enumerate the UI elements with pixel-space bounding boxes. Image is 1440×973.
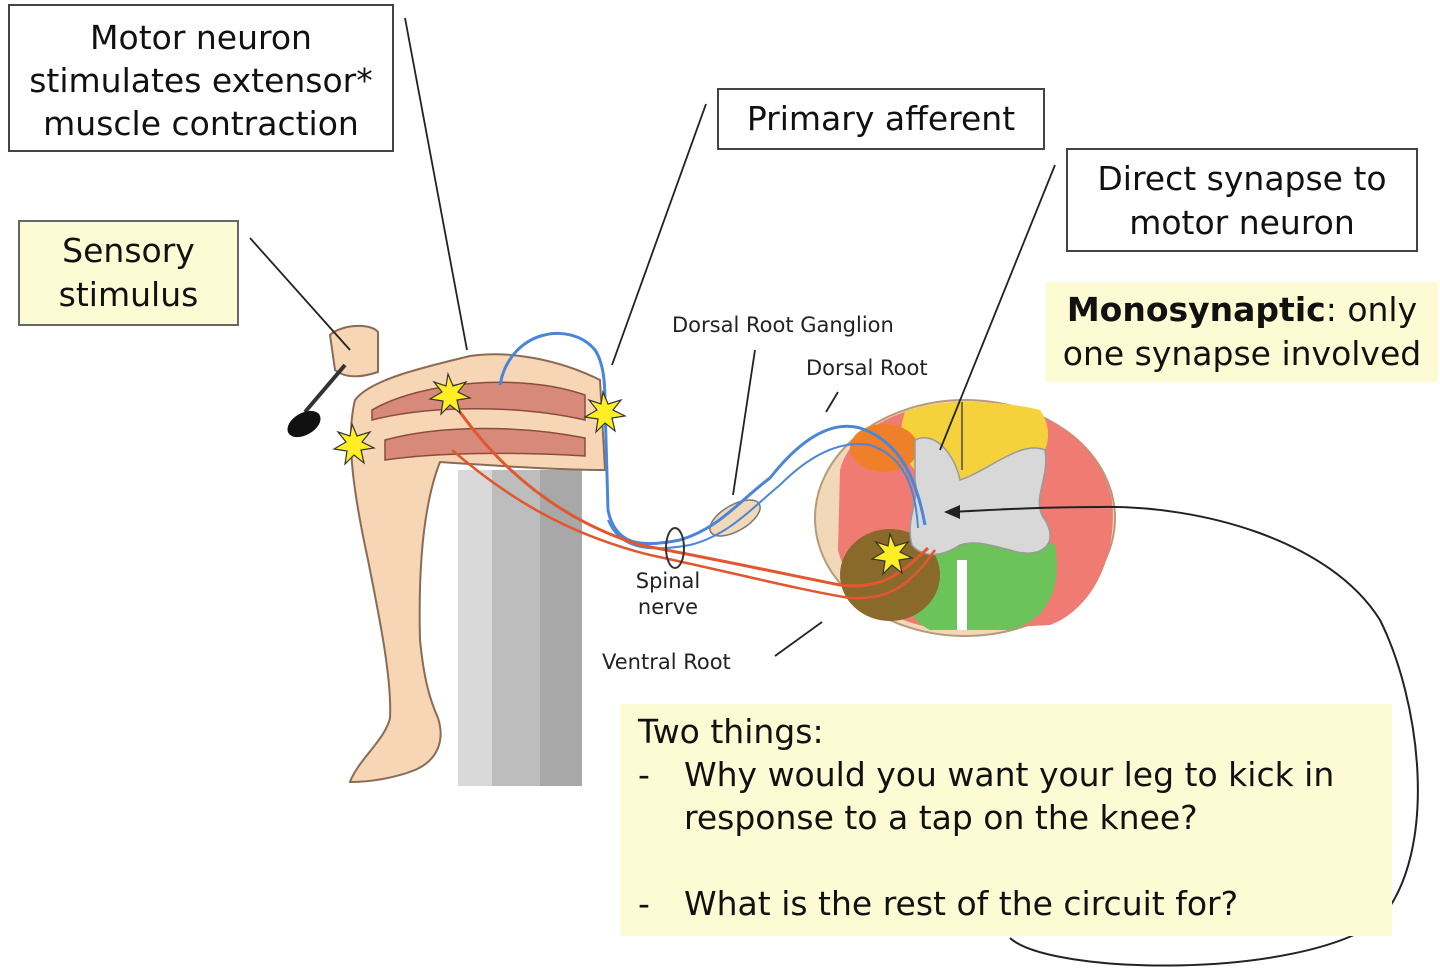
question-arrow-curve xyxy=(949,505,1419,967)
synapse-markers xyxy=(332,371,914,576)
motor-neuron-line-3: muscle contraction xyxy=(43,104,359,143)
synapse-star-afferent xyxy=(583,389,627,434)
table-support xyxy=(458,470,582,786)
direct-synapse-label-box: Direct synapse to motor neuron xyxy=(1066,148,1418,252)
dorsal-root-label: Dorsal Root xyxy=(806,356,928,380)
question-text-2: What is the rest of the circuit for? xyxy=(684,884,1239,923)
spinal-nerve-loop xyxy=(665,527,685,569)
monosynaptic-rest: : only xyxy=(1325,290,1418,329)
synapse-star-cord xyxy=(870,531,914,576)
sensory-stimulus-label-box: Sensory stimulus xyxy=(18,220,239,326)
monosynaptic-line-2: one synapse involved xyxy=(1062,334,1422,373)
spinal-cord-cross-section xyxy=(814,399,1116,637)
question-arrow-head xyxy=(944,505,960,519)
primary-afferent-text: Primary afferent xyxy=(746,99,1016,138)
dorsal-root-ganglion-label: Dorsal Root Ganglion xyxy=(672,313,894,337)
question-dash: - xyxy=(638,884,650,923)
primary-afferent-label-box: Primary afferent xyxy=(717,88,1045,150)
question-item: - What is the rest of the circuit for? xyxy=(638,882,1392,925)
monosynaptic-note-box: Monosynaptic: only one synapse involved xyxy=(1046,282,1438,382)
sensory-stimulus-line-2: stimulus xyxy=(58,275,199,314)
motor-neuron-label-box: Motor neuron stimulates extensor* muscle… xyxy=(8,4,394,152)
hand-holding-reflex-hammer xyxy=(287,324,379,438)
spinal-nerve-label: Spinal nerve xyxy=(635,569,701,619)
efferent-fiber-line-2 xyxy=(451,449,937,600)
questions-box: Two things: - Why would you want your le… xyxy=(620,704,1392,936)
question-dash: - xyxy=(638,755,650,794)
direct-synapse-line-2: motor neuron xyxy=(1129,203,1355,242)
questions-heading: Two things: xyxy=(638,712,824,751)
afferent-fiber-line xyxy=(498,331,927,546)
efferent-fiber-line xyxy=(453,404,930,588)
leader-lines xyxy=(249,17,1056,657)
synapse-star-muscle xyxy=(428,371,472,416)
monosynaptic-term: Monosynaptic xyxy=(1066,290,1326,329)
motor-neuron-line-2: stimulates extensor* xyxy=(29,61,373,100)
motor-neuron-line-1: Motor neuron xyxy=(90,18,312,57)
direct-synapse-line-1: Direct synapse to xyxy=(1097,159,1387,198)
sensory-stimulus-line-1: Sensory xyxy=(62,231,195,270)
ventral-root-label: Ventral Root xyxy=(602,650,731,674)
question-item: - Why would you want your leg to kick in… xyxy=(638,753,1392,839)
synapse-star-knee xyxy=(332,421,376,466)
question-text-1: Why would you want your leg to kick in r… xyxy=(684,755,1335,837)
